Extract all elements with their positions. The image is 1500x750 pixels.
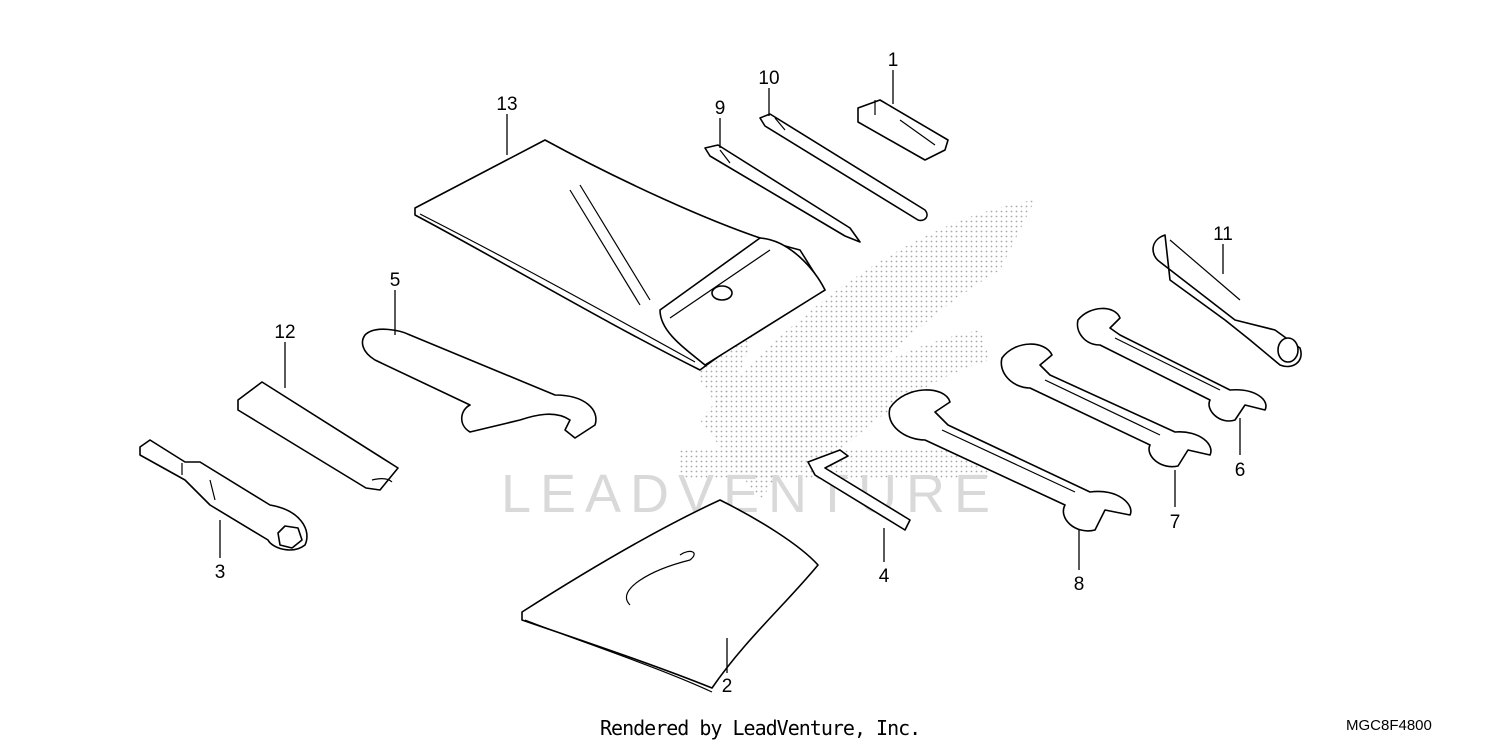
callout-9: 9 xyxy=(715,98,726,119)
part-5-pin-spanner[interactable] xyxy=(361,328,597,439)
part-1-fuse-puller[interactable] xyxy=(857,99,949,161)
part-13-tool-bag[interactable] xyxy=(414,139,826,371)
callout-4: 4 xyxy=(879,566,890,587)
callout-2: 2 xyxy=(722,676,733,697)
callout-6: 6 xyxy=(1235,460,1246,481)
callout-1: 1 xyxy=(888,50,899,71)
callout-3: 3 xyxy=(215,562,226,583)
callout-8: 8 xyxy=(1074,574,1085,595)
part-2-document-bag[interactable] xyxy=(521,499,819,693)
callout-10: 10 xyxy=(758,68,779,89)
part-9-screwdriver[interactable] xyxy=(704,144,861,243)
callout-13: 13 xyxy=(496,94,517,115)
callout-11: 11 xyxy=(1213,224,1233,245)
part-3-box-spanner[interactable] xyxy=(139,439,308,551)
callout-7: 7 xyxy=(1170,512,1181,533)
diagram-code: MGC8F4800 xyxy=(1346,717,1432,734)
part-10-screwdriver[interactable] xyxy=(759,113,928,222)
part-7-wrench[interactable] xyxy=(1000,343,1212,468)
footer-credit: Rendered by LeadVenture, Inc. xyxy=(600,716,921,740)
callout-5: 5 xyxy=(390,270,401,291)
part-8-wrench[interactable] xyxy=(888,389,1132,532)
watermark-text: LEADVENTURE xyxy=(501,464,999,524)
part-4-hex-key[interactable] xyxy=(807,449,911,531)
part-12-extension-handle[interactable] xyxy=(237,381,399,491)
callout-numbers: 1 2 3 4 5 6 7 8 9 10 11 12 13 xyxy=(215,50,1246,697)
part-6-wrench[interactable] xyxy=(1076,307,1267,422)
part-11-socket-wrench-handle[interactable] xyxy=(1152,234,1302,368)
callout-12: 12 xyxy=(274,322,295,343)
leader-lines xyxy=(219,70,1241,673)
